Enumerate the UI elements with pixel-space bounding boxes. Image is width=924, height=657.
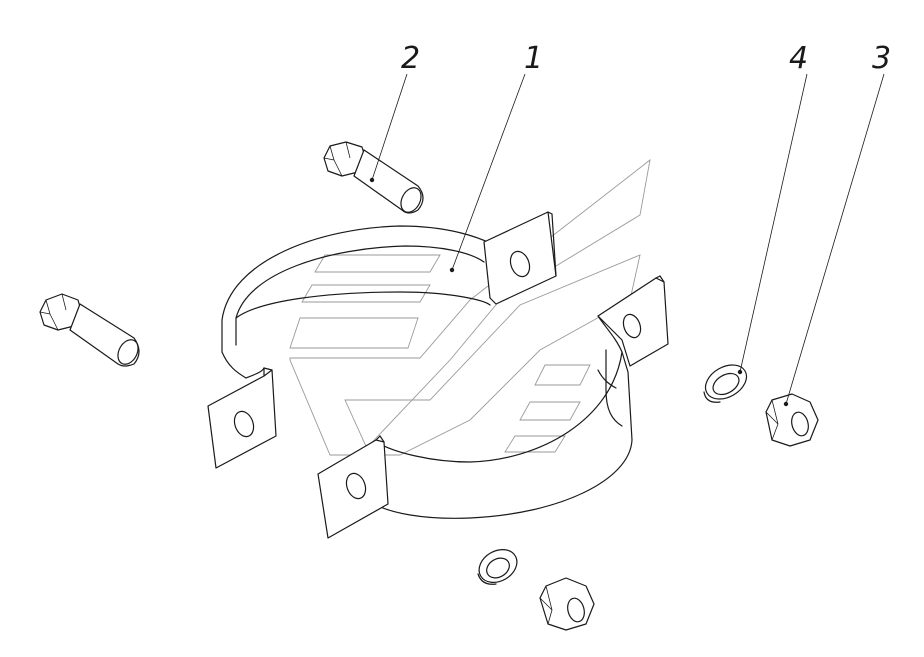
callout-label-4: 4 [789,41,808,76]
bolt-upper [323,141,424,214]
callout-label-3: 3 [872,41,891,76]
leader-3 [785,73,885,405]
nut-right [765,393,819,447]
lock-washer-lower [477,549,518,585]
lock-washer-right [703,364,748,403]
bolt-left [39,293,140,367]
nut-lower [539,577,595,631]
clamp-lower-half [317,275,669,539]
callout-label-2: 2 [401,41,420,76]
leader-lines [369,73,885,407]
leader-2 [371,73,408,181]
callout-label-1: 1 [524,41,543,76]
clamp-upper-half [207,211,557,469]
leader-1 [451,73,526,271]
leader-4 [739,73,808,373]
watermark-logo [289,158,651,456]
